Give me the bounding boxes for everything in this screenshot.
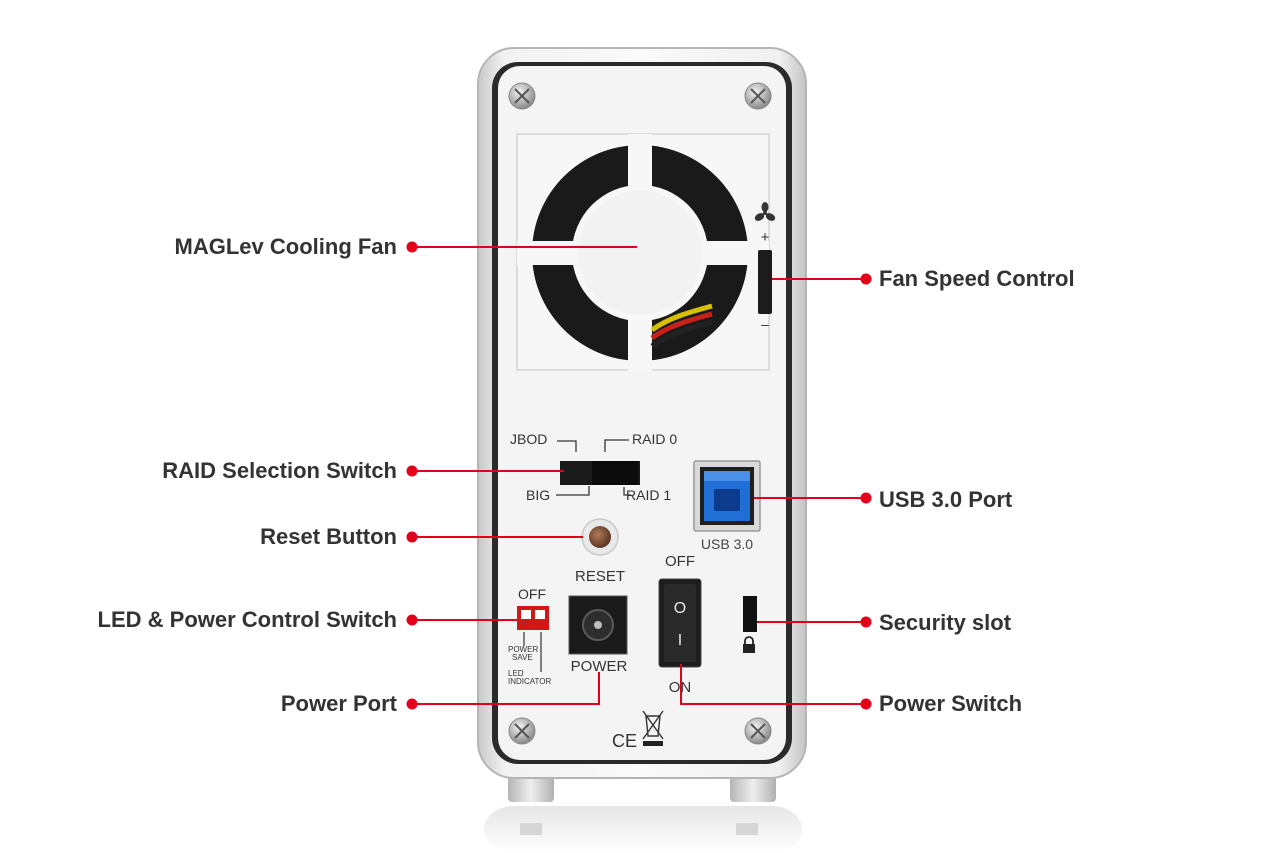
leader-reset-button [406, 531, 583, 543]
led-off-label: OFF [518, 586, 546, 602]
power-port-label: POWER [571, 658, 628, 675]
cooling-fan [516, 133, 770, 372]
weee-bin-icon [642, 710, 664, 746]
rocker-o-mark: O [674, 600, 686, 617]
fan-speed-slider[interactable]: + – [753, 202, 776, 332]
raid-switch[interactable]: JBOD RAID 0 BIG RAID 1 [510, 431, 677, 503]
leader-power-port [406, 672, 600, 710]
switch-off-label: OFF [665, 553, 695, 570]
ce-mark: CE [612, 731, 637, 751]
reset-button-hole[interactable]: RESET [575, 518, 625, 585]
leader-power-switch [680, 664, 872, 710]
led-dip-switch[interactable]: OFF POWER SAVE LED INDICATOR [508, 586, 551, 686]
raid-big-label: BIG [526, 487, 550, 503]
case-reflection [484, 806, 802, 853]
raid-jbod-label: JBOD [510, 431, 547, 447]
callout-usb-3-port: USB 3.0 Port [879, 487, 1013, 512]
callout-security-slot: Security slot [879, 610, 1012, 635]
callout-maglev-cooling-fan: MAGLev Cooling Fan [174, 234, 397, 259]
rocker-i-mark: I [678, 632, 682, 649]
callout-power-switch: Power Switch [879, 691, 1023, 716]
leader-raid-selection-switch [406, 465, 564, 477]
callout-reset-button: Reset Button [260, 524, 397, 549]
power-rocker-switch[interactable]: OFF O I ON [658, 553, 702, 696]
fan-minus-label: – [761, 316, 769, 332]
screw-top-left [508, 82, 536, 110]
led-indicator-label-1: LED [508, 669, 524, 678]
callout-lines [406, 241, 872, 710]
fan-icon [754, 202, 776, 221]
screw-top-right [744, 82, 772, 110]
power-save-label-2: SAVE [512, 653, 533, 662]
led-indicator-label-2: INDICATOR [508, 677, 551, 686]
leader-security-slot [757, 616, 872, 628]
power-dc-port[interactable]: POWER [568, 595, 628, 675]
leader-maglev-cooling-fan [406, 241, 637, 253]
usb-label: USB 3.0 [701, 536, 753, 552]
kensington-security-slot[interactable] [743, 596, 757, 653]
callout-power-port: Power Port [280, 691, 397, 716]
power-save-label-1: POWER [508, 645, 538, 654]
leader-fan-speed-control [772, 273, 872, 285]
leader-usb-3-port [754, 492, 872, 504]
lock-icon [743, 636, 755, 653]
screw-bottom-left [508, 717, 536, 745]
reset-label: RESET [575, 568, 625, 585]
raid-raid1-label: RAID 1 [626, 487, 671, 503]
leader-led-power-control-switch [406, 614, 518, 626]
callout-fan-speed-control: Fan Speed Control [879, 266, 1075, 291]
callout-raid-selection-switch: RAID Selection Switch [162, 458, 397, 483]
screw-bottom-right [744, 717, 772, 745]
usb-port[interactable]: USB 3.0 [693, 460, 761, 552]
certification-marks: CE [612, 710, 664, 751]
callout-led-power-control-switch: LED & Power Control Switch [97, 607, 397, 632]
raid-raid0-label: RAID 0 [632, 431, 677, 447]
fan-plus-label: + [761, 229, 770, 246]
